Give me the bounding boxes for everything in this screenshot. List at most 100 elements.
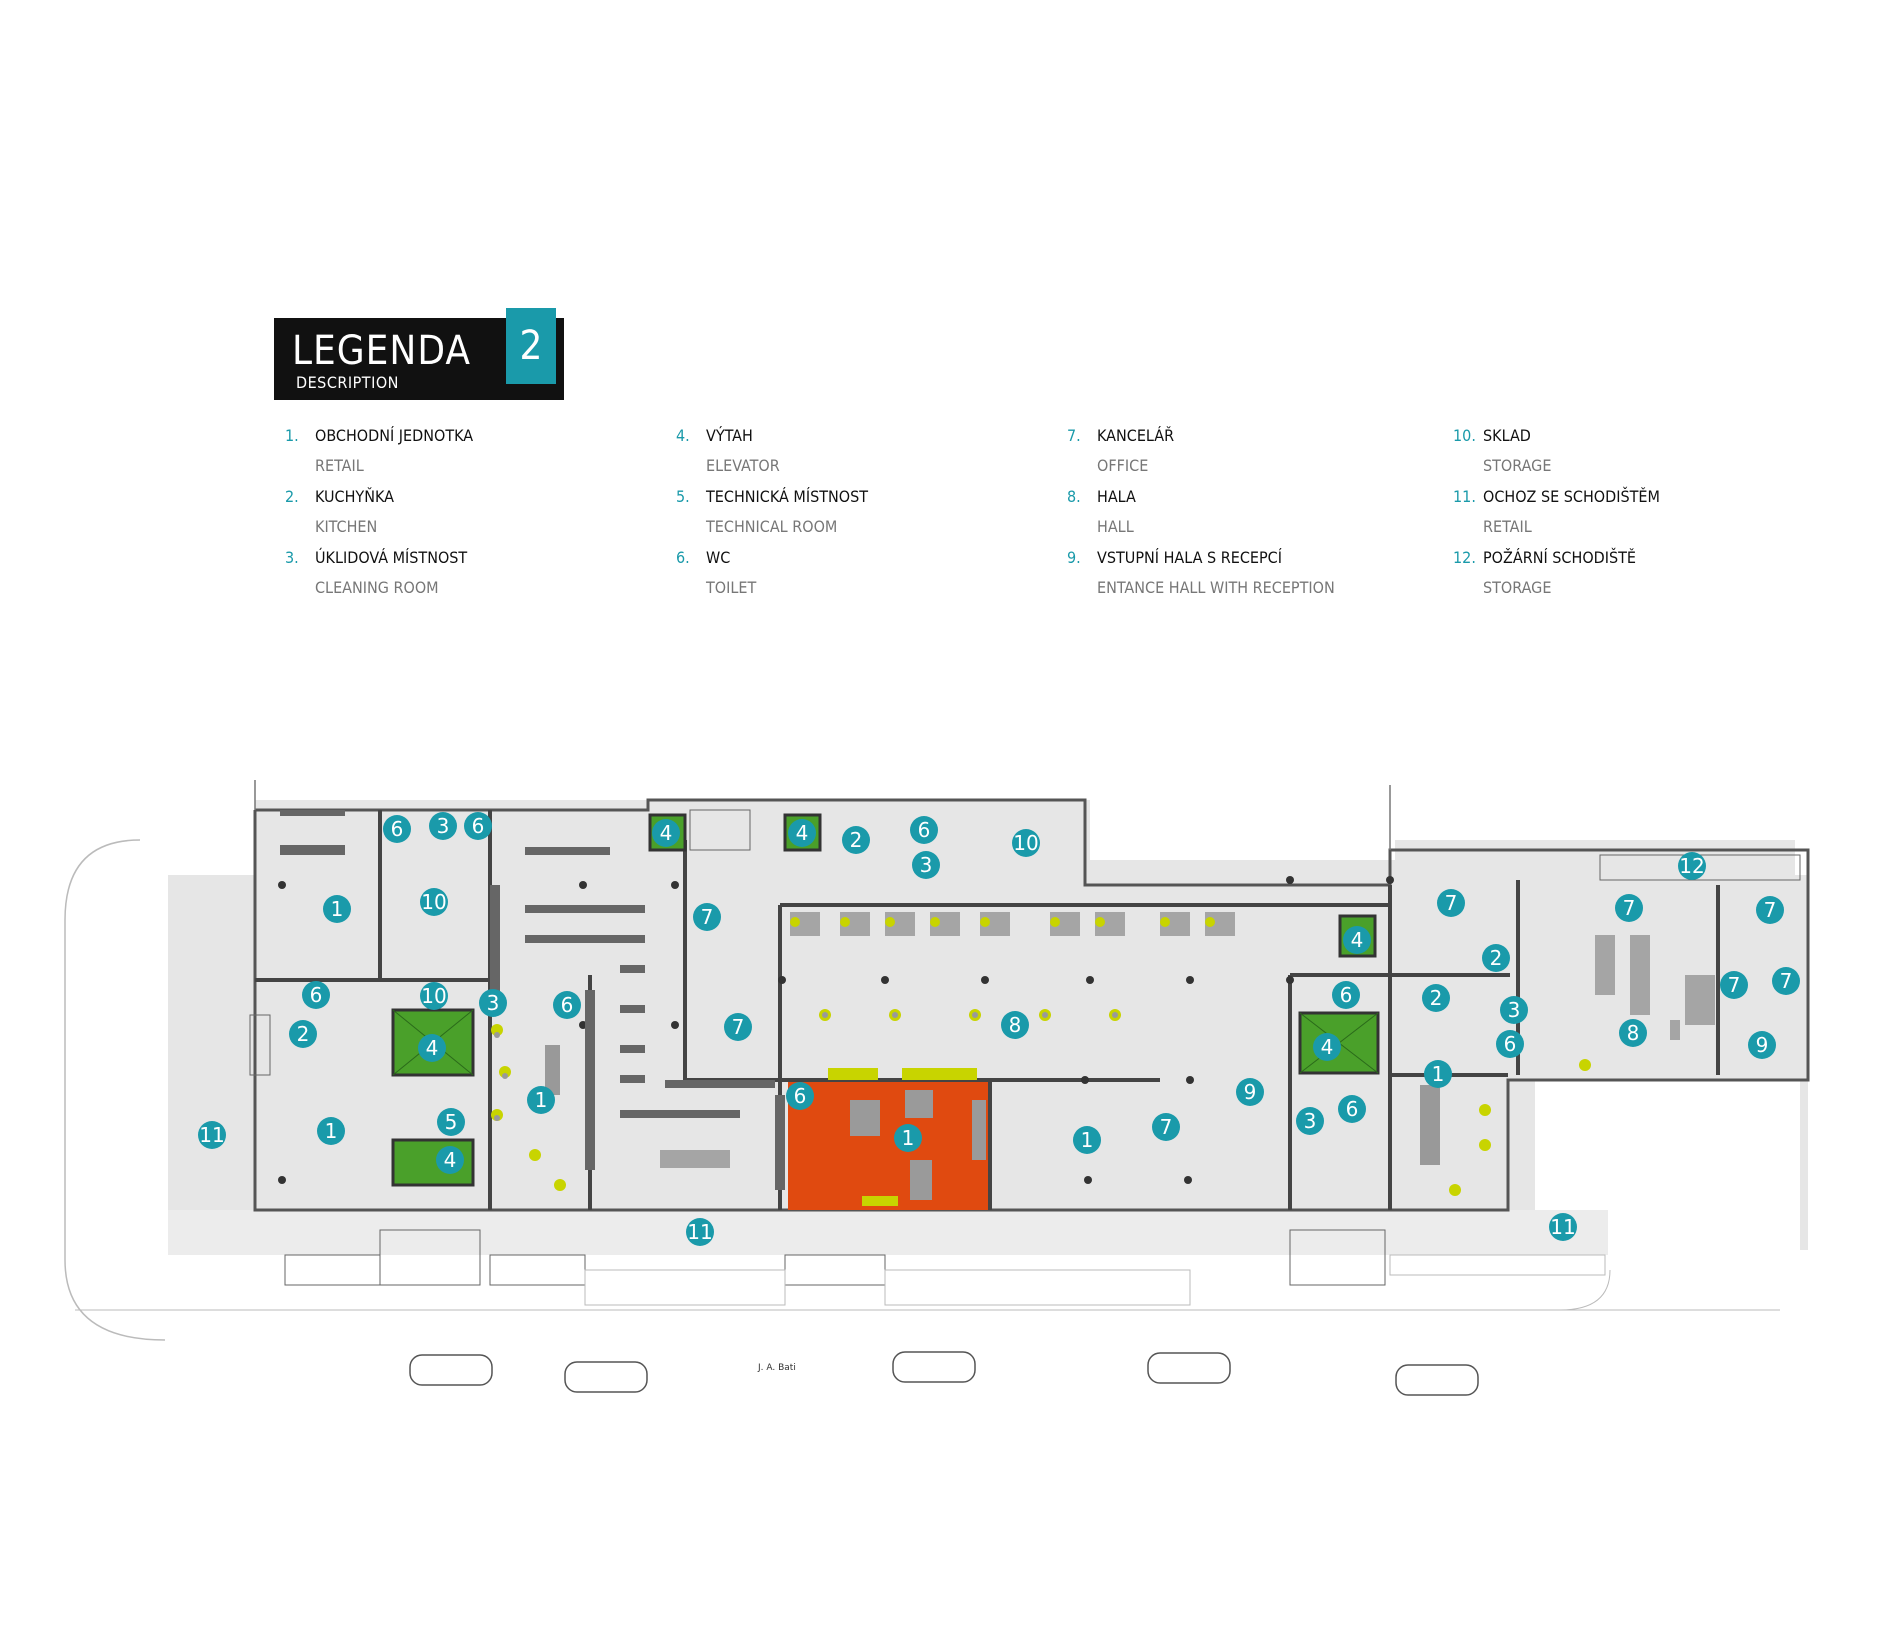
svg-text:7: 7 (1445, 891, 1458, 915)
legend-item-number: 4. (676, 426, 690, 445)
legend-item-english: KITCHEN (315, 517, 378, 536)
room-label: 6 (383, 815, 411, 843)
svg-text:1: 1 (331, 897, 344, 921)
room-label: 7 (1756, 896, 1784, 924)
legend-item-czech: HALA (1097, 487, 1136, 506)
svg-text:3: 3 (437, 814, 450, 838)
svg-text:7: 7 (1780, 969, 1793, 993)
room-label: 1 (1073, 1126, 1101, 1154)
svg-text:3: 3 (1508, 998, 1521, 1022)
street-curve (1559, 1269, 1611, 1311)
room-label: 7 (693, 903, 721, 931)
svg-text:7: 7 (1623, 896, 1636, 920)
legend-title: LEGENDA (292, 328, 471, 374)
legend-item-english: STORAGE (1483, 456, 1552, 475)
legend-item-czech: SKLAD (1483, 426, 1531, 445)
svg-text:4: 4 (660, 821, 673, 845)
legend-item-czech: ÚKLIDOVÁ MÍSTNOST (315, 548, 468, 567)
svg-text:7: 7 (701, 905, 714, 929)
svg-text:3: 3 (487, 991, 500, 1015)
legend-item-czech: TECHNICKÁ MÍSTNOST (706, 487, 869, 506)
svg-text:7: 7 (1160, 1115, 1173, 1139)
outer-wall (253, 810, 1810, 1212)
legend-item-czech: OBCHODNÍ JEDNOTKA (315, 426, 474, 445)
room-label: 3 (429, 812, 457, 840)
room-labels: 1 1 1 1 1 1 2 2 2 2 3 3 3 3 3 4 4 4 4 4 … (198, 812, 1800, 1246)
room-label: 7 (1437, 889, 1465, 917)
svg-text:6: 6 (310, 983, 323, 1007)
room-label: 11 (198, 1121, 226, 1149)
room-label: 6 (1496, 1030, 1524, 1058)
svg-text:6: 6 (918, 818, 931, 842)
svg-text:5: 5 (445, 1110, 458, 1134)
room-label: 11 (1549, 1213, 1577, 1241)
svg-text:11: 11 (199, 1123, 224, 1147)
legend-item-number: 12. (1453, 548, 1476, 567)
highlighted-retail-unit (788, 1082, 988, 1210)
svg-text:12: 12 (1679, 854, 1704, 878)
structural-columns (278, 876, 1394, 1184)
svg-text:8: 8 (1627, 1021, 1640, 1045)
room-label: 6 (302, 981, 330, 1009)
room-label: 3 (912, 851, 940, 879)
room-label: 4 (436, 1146, 464, 1174)
room-label: 6 (1332, 981, 1360, 1009)
legend-item-number: 6. (676, 548, 690, 567)
room-label: 6 (786, 1082, 814, 1110)
outer-wall-north (255, 798, 1810, 887)
tables (494, 1012, 1440, 1165)
svg-text:6: 6 (794, 1084, 807, 1108)
svg-text:6: 6 (1346, 1097, 1359, 1121)
room-label: 3 (479, 989, 507, 1017)
svg-text:6: 6 (391, 817, 404, 841)
floor-number-badge: 2 (506, 308, 556, 384)
svg-text:7: 7 (1764, 898, 1777, 922)
svg-text:3: 3 (1304, 1109, 1317, 1133)
room-label: 4 (418, 1034, 446, 1062)
svg-text:10: 10 (1013, 831, 1038, 855)
svg-text:4: 4 (796, 821, 809, 845)
svg-text:9: 9 (1244, 1080, 1257, 1104)
room-label: 3 (1500, 996, 1528, 1024)
svg-text:4: 4 (426, 1036, 439, 1060)
room-label: 9 (1236, 1078, 1264, 1106)
car-icon (409, 1351, 1479, 1396)
svg-text:7: 7 (1728, 973, 1741, 997)
legend-item-number: 9. (1067, 548, 1081, 567)
svg-text:4: 4 (444, 1148, 457, 1172)
legend-item-english: RETAIL (1483, 517, 1532, 536)
legend-item-english: TOILET (706, 578, 757, 597)
room-label: 7 (1152, 1113, 1180, 1141)
legend-subtitle: DESCRIPTION (296, 373, 399, 392)
legend-item-english: ELEVATOR (706, 456, 780, 475)
svg-text:9: 9 (1756, 1033, 1769, 1057)
room-label: 1 (894, 1124, 922, 1152)
entrance-forecourt (1389, 1254, 1606, 1276)
legend-item-english: ENTANCE HALL WITH RECEPTION (1097, 578, 1335, 597)
svg-text:10: 10 (421, 890, 446, 914)
highlighted-unit-desks (850, 1090, 986, 1200)
svg-text:1: 1 (1432, 1062, 1445, 1086)
room-label: 4 (652, 819, 680, 847)
room-label: 4 (1313, 1033, 1341, 1061)
room-label: 11 (686, 1218, 714, 1246)
legend-item-number: 1. (285, 426, 299, 445)
floor-slab-north-middle (1090, 860, 1395, 900)
legend-item-czech: WC (706, 548, 731, 567)
room-label: 6 (553, 991, 581, 1019)
sidewalk-curve (64, 839, 166, 1341)
corridor-south (168, 1210, 1608, 1255)
room-label: 2 (1422, 984, 1450, 1012)
legend-item-number: 5. (676, 487, 690, 506)
svg-text:10: 10 (421, 984, 446, 1008)
svg-text:1: 1 (1081, 1128, 1094, 1152)
legend-item-number: 7. (1067, 426, 1081, 445)
open-terrace (1610, 1080, 1800, 1260)
svg-text:1: 1 (325, 1119, 338, 1143)
room-label: 1 (527, 1086, 555, 1114)
legend-item-number: 8. (1067, 487, 1081, 506)
legend-item-number: 11. (1453, 487, 1476, 506)
room-label: 7 (1720, 971, 1748, 999)
room-label: 4 (1343, 926, 1371, 954)
svg-text:6: 6 (472, 814, 485, 838)
